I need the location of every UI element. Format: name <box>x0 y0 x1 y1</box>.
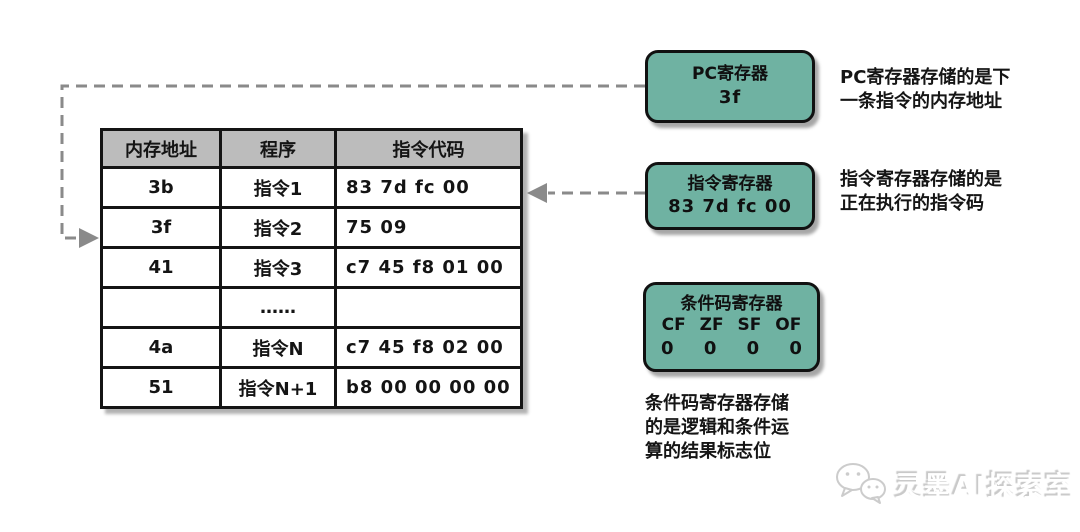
instruction-register-box: 指令寄存器 83 7d fc 00 <box>645 162 815 230</box>
col-header-memory-address: 内存地址 <box>100 128 222 169</box>
condition-register-title: 条件码寄存器 <box>680 293 783 314</box>
table-header-row: 内存地址 程序 指令代码 <box>100 128 523 169</box>
pc-register-value: 3f <box>718 86 742 108</box>
cell-program: 指令1 <box>219 166 337 209</box>
cell-program: …… <box>219 286 337 329</box>
cell-program: 指令2 <box>219 206 337 249</box>
cell-address: 41 <box>100 246 222 289</box>
table-row: 4a 指令N c7 45 f8 02 00 <box>100 326 523 369</box>
col-header-instruction-code: 指令代码 <box>334 128 523 169</box>
table-row: 3b 指令1 83 7d fc 00 <box>100 166 523 209</box>
condition-register-note: 条件码寄存器存储 的是逻辑和条件运 算的结果标志位 <box>645 393 789 462</box>
table-row: 51 指令N+1 b8 00 00 00 00 <box>100 366 523 409</box>
wechat-icon <box>833 460 889 510</box>
cell-address <box>100 286 222 329</box>
cell-address: 3f <box>100 206 222 249</box>
condition-register-bits: 0 0 0 0 <box>661 338 802 360</box>
table-row: …… <box>100 286 523 329</box>
cell-code <box>334 286 523 329</box>
ir-arrowhead-icon <box>527 183 547 203</box>
memory-table: 内存地址 程序 指令代码 3b 指令1 83 7d fc 00 3f 指令2 7… <box>100 128 523 409</box>
cell-program: 指令3 <box>219 246 337 289</box>
cell-code: c7 45 f8 01 00 <box>334 246 523 289</box>
pc-register-title: PC寄存器 <box>692 64 768 85</box>
cell-program: 指令N+1 <box>219 366 337 409</box>
pc-register-box: PC寄存器 3f <box>645 50 815 123</box>
table-row: 3f 指令2 75 09 <box>100 206 523 249</box>
condition-register-flags: CF ZF SF OF <box>661 315 802 336</box>
cell-code: 83 7d fc 00 <box>334 166 523 209</box>
instruction-register-title: 指令寄存器 <box>687 173 773 194</box>
cell-address: 3b <box>100 166 222 209</box>
instruction-register-note: 指令寄存器存储的是 正在执行的指令码 <box>840 169 1002 214</box>
cell-program: 指令N <box>219 326 337 369</box>
col-header-program: 程序 <box>219 128 337 169</box>
cell-code: c7 45 f8 02 00 <box>334 326 523 369</box>
cell-address: 4a <box>100 326 222 369</box>
pc-register-note: PC寄存器存储的是下 一条指令的内存地址 <box>840 67 1011 112</box>
table-row: 41 指令3 c7 45 f8 01 00 <box>100 246 523 289</box>
pc-arrowhead-icon <box>79 228 99 248</box>
condition-code-register-box: 条件码寄存器 CF ZF SF OF 0 0 0 0 <box>643 282 820 372</box>
cell-code: b8 00 00 00 00 <box>334 366 523 409</box>
cell-code: 75 09 <box>334 206 523 249</box>
instruction-register-value: 83 7d fc 00 <box>668 196 792 218</box>
watermark-label: 灵墨AI探索室 <box>895 470 1075 503</box>
watermark: 灵墨AI探索室 <box>833 460 1074 510</box>
cell-address: 51 <box>100 366 222 409</box>
